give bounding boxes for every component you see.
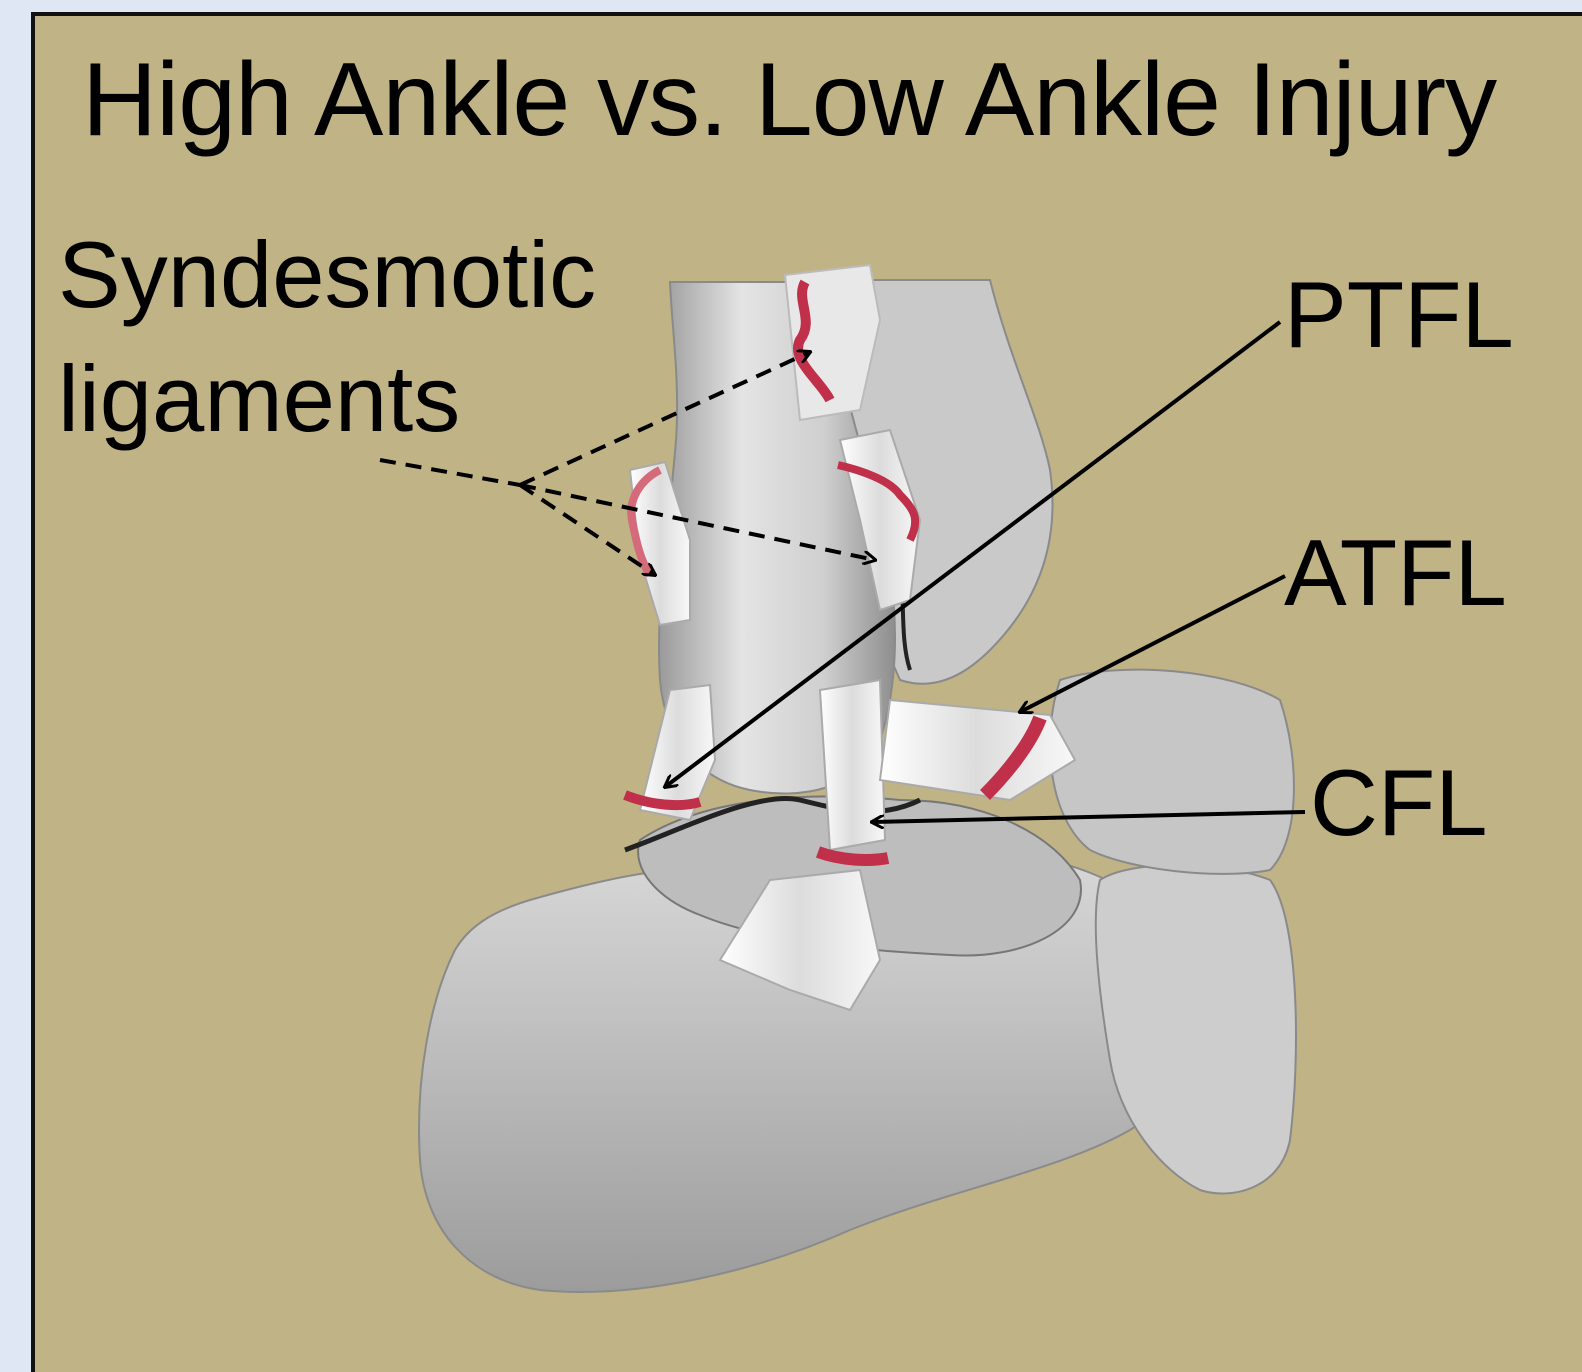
atfl-label: ATFL (1284, 526, 1507, 620)
syndesmotic-label-line1: Syndesmotic (58, 228, 596, 322)
atfl-ligament (880, 700, 1075, 800)
ptfl-label: PTFL (1284, 268, 1514, 362)
navicular-bone (1050, 670, 1294, 874)
syndesmotic-label-line2: ligaments (58, 352, 460, 446)
cuboid-bone (1096, 865, 1296, 1193)
cfl-label: CFL (1310, 756, 1488, 850)
cfl-ligament (820, 680, 885, 850)
diagram-title: High Ankle vs. Low Ankle Injury (82, 48, 1496, 152)
